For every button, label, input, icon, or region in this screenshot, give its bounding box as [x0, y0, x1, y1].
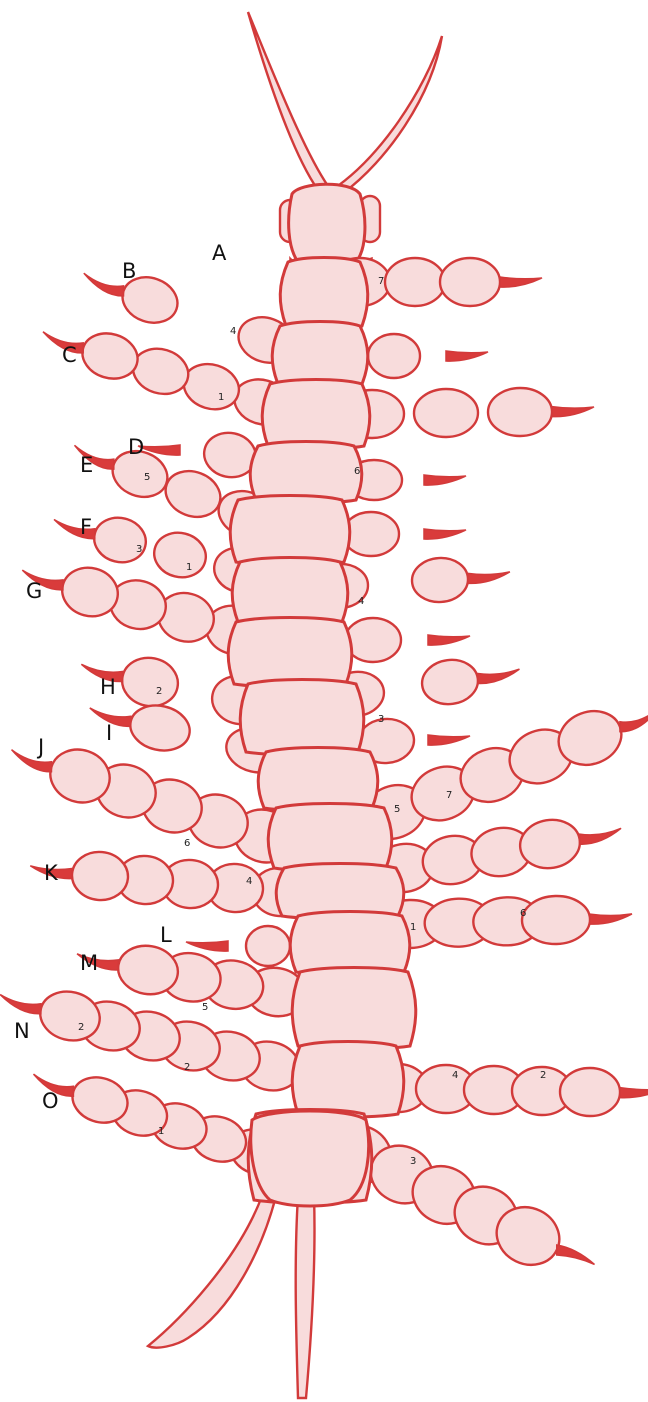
antennae: [248, 12, 442, 194]
leg-label: H: [100, 675, 116, 699]
leg-segment: [246, 926, 290, 966]
leg-label: G: [26, 579, 42, 603]
segment-number: 4: [452, 1070, 458, 1081]
leg-segment: [149, 527, 210, 582]
leg-segment: [419, 657, 480, 708]
leg-claw: [428, 735, 470, 745]
trunk-segment: [272, 322, 368, 388]
segment-number: 2: [184, 1062, 190, 1073]
leg-segment: [343, 512, 399, 556]
leg-segment: [89, 512, 150, 567]
segment-number: 1: [158, 1126, 164, 1137]
trunk-segment: [228, 618, 352, 688]
trunk-segment: [290, 912, 410, 976]
leg-label: M: [80, 951, 98, 975]
leg-claw: [620, 1088, 648, 1098]
segment-number: 7: [446, 790, 452, 801]
leg-claw: [12, 750, 52, 772]
leg-segment: [126, 700, 194, 756]
trunk-segment: [292, 1042, 404, 1118]
leg-label: A: [212, 241, 227, 265]
leg-segment: [521, 895, 590, 945]
segment-number: 4: [246, 876, 252, 887]
trunk-segment: [250, 442, 362, 504]
leg-label: N: [14, 1019, 30, 1043]
segment-number: 2: [78, 1022, 84, 1033]
leg-segment: [70, 850, 130, 903]
trunk-segment: [258, 748, 378, 812]
leg-label: L: [160, 923, 172, 947]
leg-segment: [414, 389, 479, 438]
segment-number: 5: [144, 472, 150, 483]
trunk-segment: [280, 258, 368, 330]
leg-segment: [488, 388, 553, 437]
leg-segment: [127, 342, 193, 400]
trunk-segment: [240, 680, 364, 756]
leg-claw: [446, 351, 488, 361]
segment-number: 6: [184, 838, 190, 849]
head-capsule: [289, 184, 365, 268]
trunk-segment: [230, 496, 350, 566]
tail: [148, 1196, 315, 1398]
leg-label: O: [42, 1089, 59, 1113]
segment-number: 1: [186, 562, 192, 573]
leg-segment: [385, 258, 445, 306]
leg-claw: [557, 1245, 595, 1264]
right-cercus: [296, 1196, 315, 1398]
leg-segment: [118, 653, 182, 711]
segment-number: 1: [218, 392, 224, 403]
leg-label: D: [128, 435, 144, 459]
left-cercus: [148, 1196, 276, 1348]
leg-claw: [424, 475, 466, 485]
trunk-segment: [262, 380, 370, 450]
leg-label: I: [106, 721, 112, 745]
leg-claw: [620, 708, 648, 732]
segment-number: 1: [410, 922, 416, 933]
leg-claw: [186, 941, 228, 951]
leg-claw: [478, 669, 520, 683]
segment-number: 3: [136, 544, 142, 555]
leg-label: K: [44, 861, 59, 885]
segment-number: 7: [378, 276, 384, 287]
segment-number: 3: [378, 714, 384, 725]
leg-segment: [411, 556, 470, 603]
right-antenna: [332, 36, 442, 194]
leg-segment: [368, 334, 420, 378]
leg-segment: [178, 357, 244, 415]
leg-segment: [560, 1067, 621, 1116]
leg-claw: [428, 635, 470, 645]
leg-claw: [84, 273, 124, 296]
leg-label: B: [122, 259, 136, 283]
segment-number: 2: [540, 1070, 546, 1081]
last-trunk-segment: [251, 1111, 369, 1206]
leg-label: J: [36, 735, 44, 759]
leg-segment: [345, 618, 401, 662]
leg-claw: [590, 914, 632, 924]
leg-segment: [77, 327, 143, 385]
left-antenna: [248, 12, 328, 190]
leg-claw: [468, 572, 510, 584]
segment-number: 6: [354, 466, 360, 477]
segment-number: 6: [520, 908, 526, 919]
leg-segment: [440, 258, 500, 306]
leg-label: F: [80, 515, 92, 539]
segment-number: 3: [410, 1156, 416, 1167]
leg-label: E: [80, 453, 93, 477]
segment-number: 4: [358, 596, 364, 607]
segment-number: 5: [202, 1002, 208, 1013]
leg-label: C: [62, 343, 77, 367]
leg-claw: [500, 277, 542, 287]
leg-claw: [552, 407, 594, 417]
segment-number: 2: [156, 686, 162, 697]
segment-number: 5: [394, 804, 400, 815]
segment-number: 4: [230, 326, 236, 337]
trunk-segment: [268, 804, 392, 872]
leg-claw: [424, 529, 466, 539]
leg-claw: [580, 828, 621, 844]
trunk-segment: [292, 968, 416, 1050]
leg-claw: [0, 995, 41, 1014]
trunk-segment: [232, 558, 348, 626]
